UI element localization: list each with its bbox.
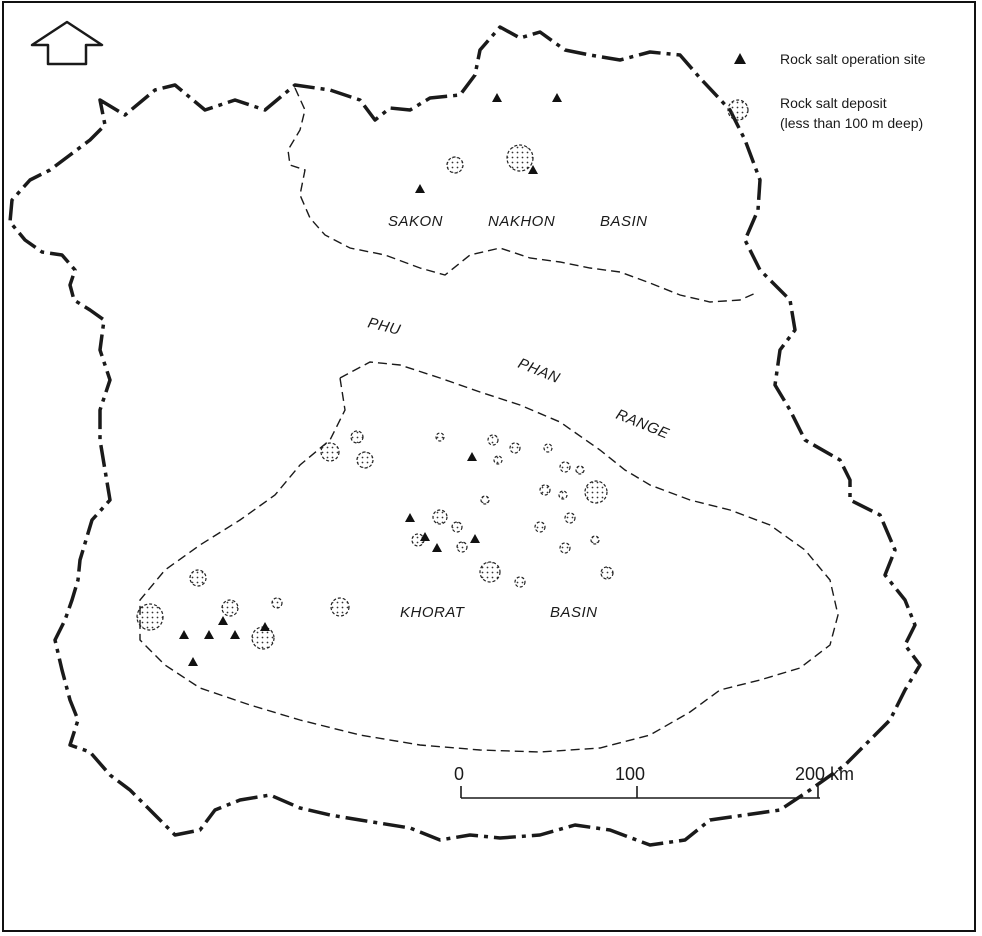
deposit-marker (271, 597, 283, 609)
site-marker (470, 534, 480, 543)
site-marker (467, 452, 477, 461)
deposit-marker (456, 541, 468, 553)
deposit-marker (493, 455, 503, 465)
khorat-basin-boundary (139, 361, 839, 753)
deposit-marker (350, 430, 364, 444)
deposit-marker (330, 597, 350, 617)
deposit-marker (435, 432, 445, 442)
deposit-marker (487, 434, 499, 446)
deposit-marker (509, 442, 521, 454)
deposit-marker (446, 156, 464, 174)
deposit-marker (356, 451, 374, 469)
deposit-marker (559, 461, 571, 473)
scale-tick-100: 100 (615, 764, 645, 784)
legend-site-icon (734, 53, 746, 64)
deposit-marker (189, 569, 207, 587)
sakon-basin-boundary (287, 87, 759, 303)
legend-site-label: Rock salt operation site (780, 51, 926, 67)
site-marker (432, 543, 442, 552)
site-marker (188, 657, 198, 666)
deposit-marker (506, 144, 534, 172)
north-arrow-icon (30, 20, 104, 66)
site-marker (179, 630, 189, 639)
site-marker (552, 93, 562, 102)
scale-bar: 0 100 200 km (454, 764, 854, 799)
label-sakon-basin: BASIN (600, 213, 648, 230)
deposit-marker (534, 521, 546, 533)
deposit-marker (539, 484, 551, 496)
deposit-marker (514, 576, 526, 588)
operation-site-markers (179, 93, 562, 666)
label-khorat: KHORAT (400, 604, 466, 621)
site-marker (492, 93, 502, 102)
deposit-marker (136, 603, 164, 631)
deposit-marker (600, 566, 614, 580)
deposit-marker (564, 512, 576, 524)
site-marker (405, 513, 415, 522)
deposit-marker (432, 509, 448, 525)
scale-tick-0: 0 (454, 764, 464, 784)
site-marker (218, 616, 228, 625)
deposit-marker (320, 442, 340, 462)
deposit-marker (480, 495, 490, 505)
deposit-marker (543, 443, 553, 453)
label-phu: PHU (366, 314, 402, 339)
site-marker (528, 165, 538, 174)
deposit-marker (451, 521, 463, 533)
deposit-marker (590, 535, 600, 545)
scale-tick-200: 200 km (795, 764, 854, 784)
legend-deposit-note: (less than 100 m deep) (780, 115, 923, 131)
legend-deposit-label: Rock salt deposit (780, 95, 887, 111)
deposit-marker (558, 490, 568, 500)
deposit-marker (584, 480, 608, 504)
deposit-marker (479, 561, 501, 583)
label-phan: PHAN (516, 355, 563, 387)
site-marker (260, 622, 270, 631)
deposit-marker (559, 542, 571, 554)
country-boundary (8, 25, 922, 847)
site-marker (230, 630, 240, 639)
label-khorat-basin: BASIN (550, 604, 598, 621)
site-marker (420, 532, 430, 541)
site-marker (204, 630, 214, 639)
legend: Rock salt operation site Rock salt depos… (727, 51, 926, 131)
site-marker (415, 184, 425, 193)
legend-deposit-icon (727, 99, 749, 121)
label-nakhon: NAKHON (488, 213, 555, 230)
deposit-markers (136, 144, 614, 650)
deposit-marker (221, 599, 239, 617)
label-range: RANGE (614, 406, 673, 443)
deposit-marker (575, 465, 585, 475)
label-sakon: SAKON (388, 213, 443, 230)
